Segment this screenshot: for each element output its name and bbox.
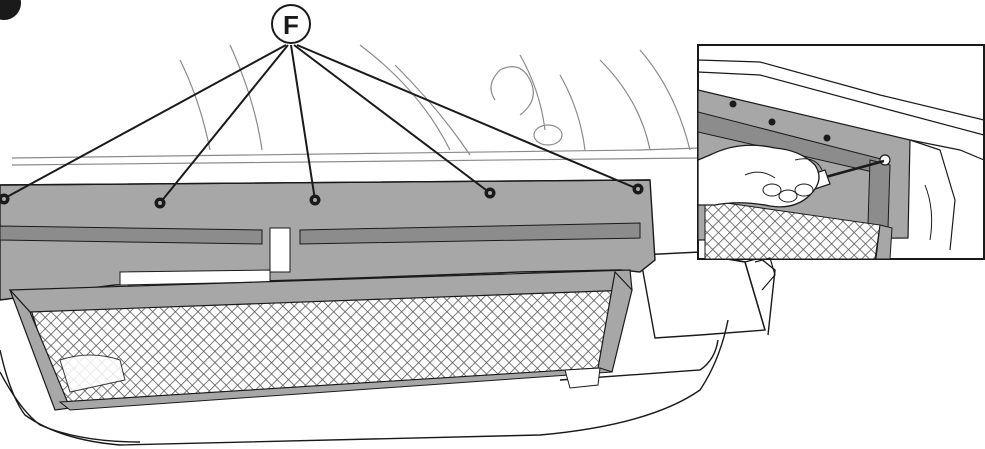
screw-1 (0, 193, 10, 205)
filter-cover-panel (0, 179, 656, 301)
air-filter (8, 269, 633, 411)
callout-f: F (271, 4, 311, 44)
screw-3 (309, 194, 321, 206)
unit-background-sketch (11, 44, 701, 166)
mounting-bracket (754, 257, 776, 291)
callout-label: F (283, 10, 299, 40)
screw-2 (154, 197, 166, 209)
screw-5 (632, 183, 644, 195)
page-corner-badge (0, 0, 21, 20)
inset-detail (697, 44, 985, 260)
screw-4 (484, 187, 496, 199)
callout-leader-lines (4, 44, 639, 204)
